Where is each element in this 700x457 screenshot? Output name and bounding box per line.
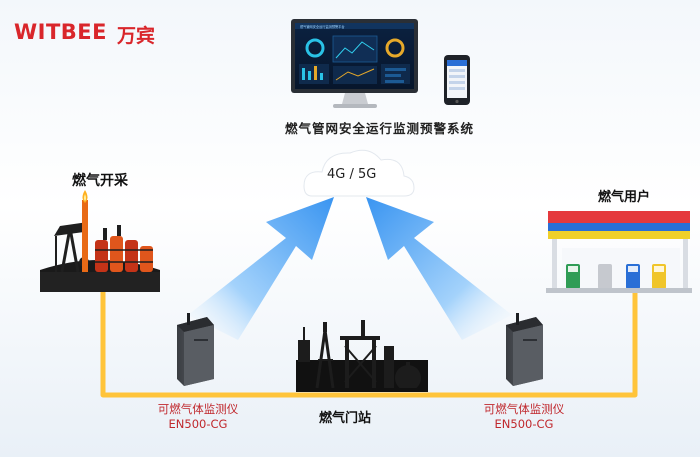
screen-header: 燃气管网安全运行监测预警平台 [300, 24, 345, 29]
node-label-users: 燃气用户 [598, 190, 651, 205]
detector-left-label: 可燃气体监测仪 EN500-CG [150, 402, 246, 432]
brand-logo: WITBEE [14, 20, 107, 44]
node-label-gate-station: 燃气门站 [319, 411, 372, 426]
detector-left-model: EN500-CG [168, 417, 228, 431]
gas-detector-left-icon [177, 313, 214, 386]
network-label: 4G / 5G [327, 167, 377, 182]
gas-gate-station-icon [296, 320, 428, 392]
gas-production-facility-icon [40, 190, 160, 292]
gas-detector-right-icon [506, 313, 543, 386]
system-title: 燃气管网安全运行监测预警系统 [285, 121, 475, 136]
pipeline [100, 290, 638, 398]
detector-left-name: 可燃气体监测仪 [157, 402, 239, 416]
detector-right-name: 可燃气体监测仪 [483, 402, 565, 416]
detector-right-label: 可燃气体监测仪 EN500-CG [476, 402, 572, 432]
brand-cn-name: 万宾 [117, 25, 156, 47]
monitor-icon [291, 19, 418, 108]
node-label-production: 燃气开采 [72, 173, 128, 189]
gas-user-station-icon [546, 211, 692, 293]
phone-icon [444, 55, 470, 105]
detector-right-model: EN500-CG [494, 417, 554, 431]
signal-arrow-right [366, 197, 512, 340]
signal-arrow-left [188, 197, 334, 340]
cloud-icon [303, 149, 415, 197]
